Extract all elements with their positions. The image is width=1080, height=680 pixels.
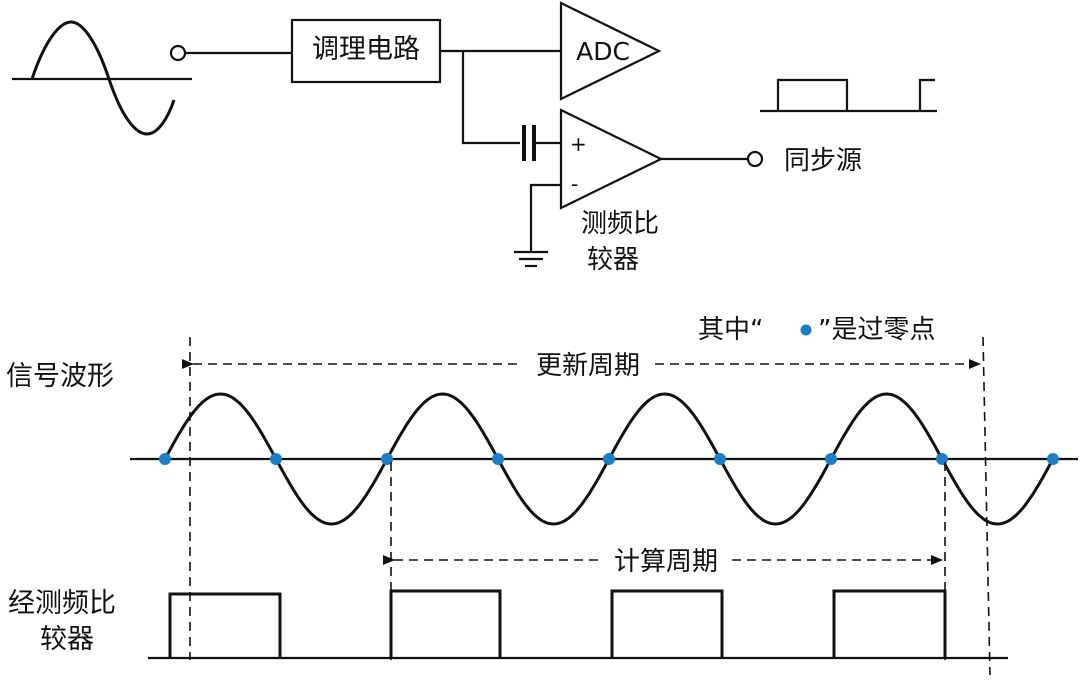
zero-crossing-dots (159, 453, 1059, 465)
sync-terminal-icon (746, 150, 764, 168)
zero-crossing-dot (492, 453, 504, 465)
zero-crossing-dot (270, 453, 282, 465)
conditioning-label: 调理电路 (312, 34, 420, 65)
wire-to-ground (529, 183, 561, 252)
signal-waveform-label: 信号波形 (6, 361, 114, 392)
update-end-marker (982, 336, 991, 676)
adc-block: ADC (559, 1, 662, 101)
zero-crossing-dot (936, 453, 948, 465)
zero-crossing-dot (603, 453, 615, 465)
zero-crossing-dot (825, 453, 837, 465)
wire-to-capacitor (461, 51, 520, 145)
comparator-output-label-line1: 经测频比 (8, 588, 116, 619)
comparator-output-label-line2: 较器 (40, 624, 94, 655)
input-sine-icon (12, 20, 192, 136)
legend-prefix: 其中“ (698, 315, 763, 345)
capacitor-icon (522, 125, 561, 161)
adc-label: ADC (576, 37, 630, 66)
comparator-square-wave (168, 589, 947, 658)
zero-crossing-dot (1047, 453, 1059, 465)
comparator-minus-label: - (571, 172, 578, 196)
conditioning-circuit-block: 调理电路 (290, 18, 442, 84)
legend-suffix: ”是过零点 (818, 315, 935, 345)
update-period-label: 更新周期 (536, 351, 640, 381)
comparator-label-line2: 较器 (587, 245, 639, 275)
ground-icon (514, 250, 548, 268)
zero-crossing-dot (714, 453, 726, 465)
sync-square-wave-icon (760, 78, 937, 113)
calc-period-label: 计算周期 (614, 547, 718, 577)
comparator-plus-label: + (570, 132, 587, 156)
input-terminal-icon (169, 44, 187, 62)
comparator-label-line1: 测频比 (581, 209, 659, 239)
sync-source-label: 同步源 (784, 146, 862, 176)
zero-crossing-dot (381, 453, 393, 465)
legend-zero-crossing-dot (800, 324, 812, 336)
zero-crossing-dot (159, 453, 171, 465)
frequency-comparator: + - (559, 108, 664, 210)
